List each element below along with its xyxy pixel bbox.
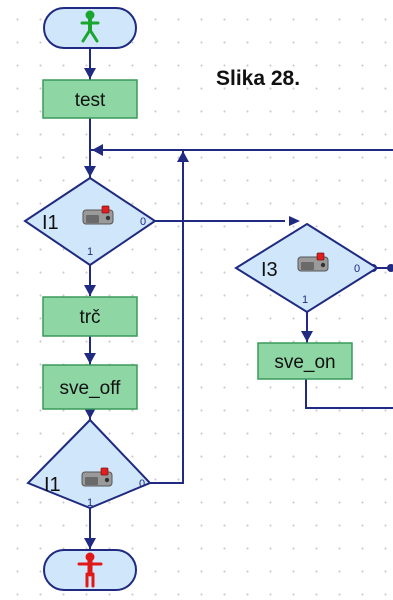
- sve-on-block[interactable]: sve_on: [257, 342, 353, 380]
- branch-i1-bottom-out-bottom: 1: [87, 497, 93, 509]
- figure-caption: Slika 28.: [216, 67, 300, 90]
- stop-terminal[interactable]: [43, 549, 137, 591]
- branch-i1-top[interactable]: I1 0 1: [23, 176, 157, 267]
- test-block-label: test: [75, 90, 106, 111]
- branch-i1-bottom-out-right: 0: [139, 478, 145, 490]
- sve-on-block-label: sve_on: [274, 352, 335, 373]
- start-terminal[interactable]: [43, 7, 137, 49]
- branch-i1-top-label: I1: [42, 212, 59, 234]
- sve-off-block[interactable]: sve_off: [42, 364, 138, 410]
- test-block[interactable]: test: [42, 79, 138, 119]
- trc-block-label: trč: [79, 307, 100, 328]
- branch-i1-top-out-right: 0: [140, 216, 146, 228]
- branch-i3-label: I3: [261, 259, 278, 281]
- branch-i1-top-out-bottom: 1: [87, 246, 93, 258]
- stop-figure-icon: [77, 552, 103, 588]
- start-figure-icon: [80, 10, 100, 43]
- branch-i3-out-right: 0: [354, 263, 360, 275]
- branch-i1-bottom-label: I1: [44, 474, 61, 496]
- trc-block[interactable]: trč: [42, 296, 138, 337]
- branch-i3[interactable]: I3 0 1: [234, 222, 379, 314]
- branch-i3-out-bottom: 1: [302, 294, 308, 306]
- branch-i1-bottom[interactable]: I1 0 1: [26, 418, 152, 510]
- sve-off-block-label: sve_off: [60, 378, 122, 399]
